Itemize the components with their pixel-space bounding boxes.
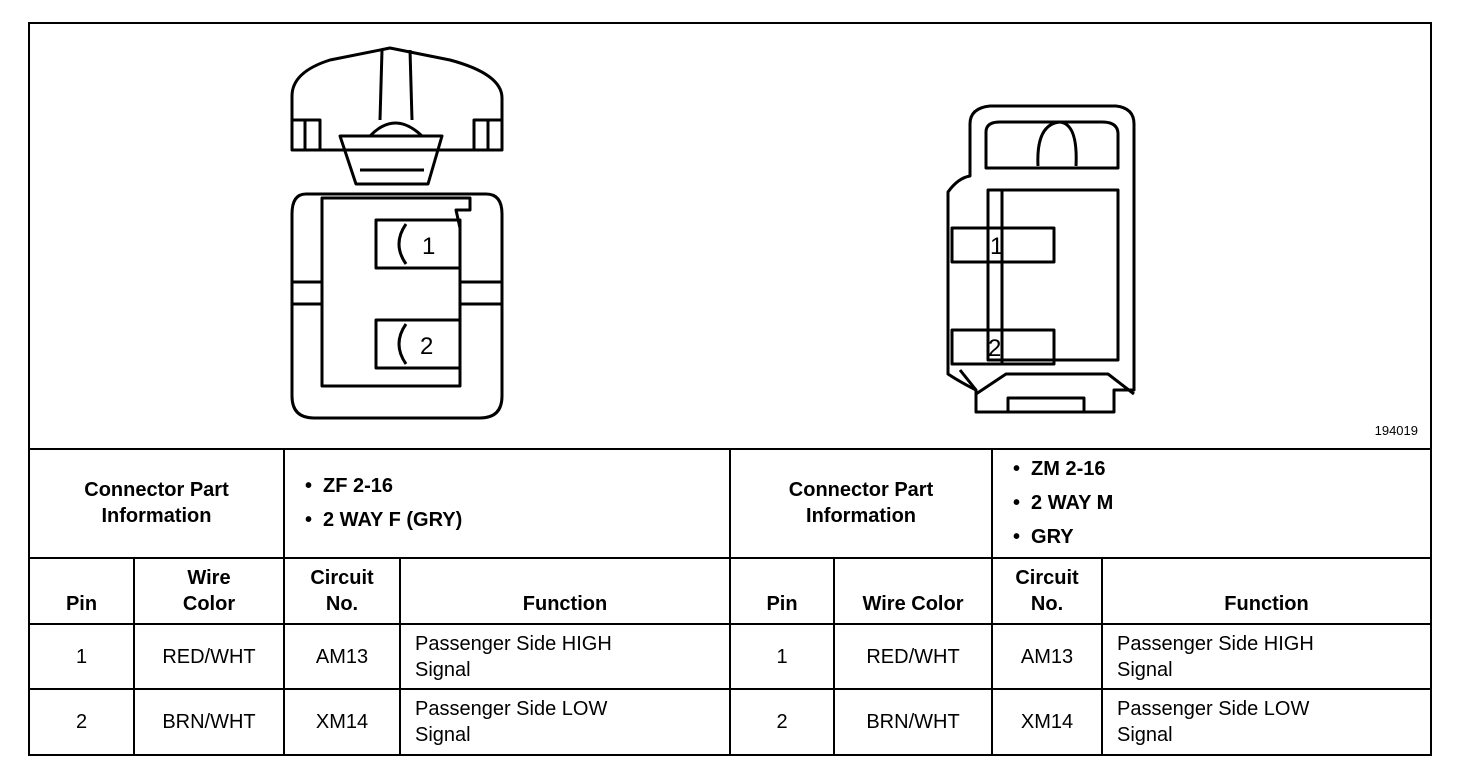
wire-color-cell: RED/WHT <box>833 623 994 690</box>
function-header: Function <box>398 557 732 625</box>
circuit-cell: XM14 <box>283 688 401 754</box>
function-line: Signal <box>415 658 471 681</box>
cpi-label-line: Connector Part <box>788 478 934 501</box>
wire-color-cell: RED/WHT <box>133 623 285 690</box>
circuit-cell: XM14 <box>991 688 1104 754</box>
right-pin-1-label: 1 <box>990 233 1003 260</box>
part-info-item: ZF 2-16 <box>293 473 721 499</box>
right-cpi-label: Connector Part Information <box>729 448 994 559</box>
cpi-label-line: Information <box>806 504 917 527</box>
wire-color-cell: BRN/WHT <box>833 688 994 754</box>
wire-color-header: Wire Color <box>833 557 994 625</box>
header-line: Color <box>182 593 236 615</box>
circuit-cell: AM13 <box>991 623 1104 690</box>
header-row: Pin Wire Color Circuit No. Function Pin … <box>30 557 1431 625</box>
header-line: Wire <box>187 567 231 589</box>
function-cell: Passenger Side HIGH Signal <box>398 623 732 690</box>
part-info-item: ZM 2-16 <box>1001 456 1422 482</box>
cpi-label-line: Information <box>101 504 212 527</box>
connector-drawings: 1 2 1 2 <box>290 46 1136 420</box>
figure-id: 194019 <box>1374 423 1418 438</box>
header-line: No. <box>325 593 359 615</box>
function-cell: Passenger Side LOW Signal <box>1101 688 1431 754</box>
circuit-cell: AM13 <box>283 623 401 690</box>
header-line: Circuit <box>310 567 374 589</box>
male-connector-drawing <box>946 104 1136 414</box>
function-line: Passenger Side LOW <box>415 698 608 720</box>
pin-cell: 2 <box>30 688 135 754</box>
part-info-item: 2 WAY F (GRY) <box>293 507 721 533</box>
right-part-info: ZM 2-16 2 WAY M GRY <box>991 448 1431 559</box>
function-line: Signal <box>1117 724 1173 746</box>
function-line: Passenger Side HIGH <box>1117 632 1314 655</box>
connector-diagram-area: 1 2 1 2 194019 <box>30 24 1430 450</box>
cpi-label-line: Connector Part <box>84 478 229 501</box>
wire-color-cell: BRN/WHT <box>133 688 285 754</box>
header-line: Circuit <box>1015 567 1079 589</box>
right-pin-2-label: 2 <box>988 335 1001 362</box>
part-info-item: GRY <box>1001 524 1422 550</box>
function-line: Signal <box>415 724 471 746</box>
function-cell: Passenger Side HIGH Signal <box>1101 623 1431 690</box>
circuit-header: Circuit No. <box>991 557 1104 625</box>
function-header: Function <box>1101 557 1431 625</box>
function-line: Passenger Side LOW <box>1117 698 1310 720</box>
pin-header: Pin <box>729 557 836 625</box>
table-row: 2 BRN/WHT XM14 Passenger Side LOW Signal… <box>30 688 1431 754</box>
left-cpi-label: Connector Part Information <box>30 448 285 559</box>
table-row: 1 RED/WHT AM13 Passenger Side HIGH Signa… <box>30 623 1431 690</box>
pin-cell: 1 <box>30 623 135 690</box>
left-pin-2-label: 2 <box>420 333 433 360</box>
header-line: No. <box>1030 593 1064 615</box>
left-part-info: ZF 2-16 2 WAY F (GRY) <box>282 448 732 559</box>
function-line: Passenger Side HIGH <box>415 632 612 655</box>
function-line: Signal <box>1117 658 1173 681</box>
pin-cell: 1 <box>729 623 836 690</box>
pin-header: Pin <box>30 557 135 625</box>
function-cell: Passenger Side LOW Signal <box>398 688 732 754</box>
wire-color-header: Wire Color <box>133 557 285 625</box>
part-info-row: Connector Part Information ZF 2-16 2 WAY… <box>30 448 1431 559</box>
part-info-item: 2 WAY M <box>1001 490 1422 516</box>
circuit-header: Circuit No. <box>283 557 401 625</box>
connector-info-table: Connector Part Information ZF 2-16 2 WAY… <box>30 448 1431 754</box>
pin-cell: 2 <box>729 688 836 754</box>
connector-sheet: 1 2 1 2 194019 Connector Part Informatio… <box>28 22 1432 756</box>
left-pin-1-label: 1 <box>422 233 435 260</box>
female-connector-drawing <box>290 46 504 420</box>
